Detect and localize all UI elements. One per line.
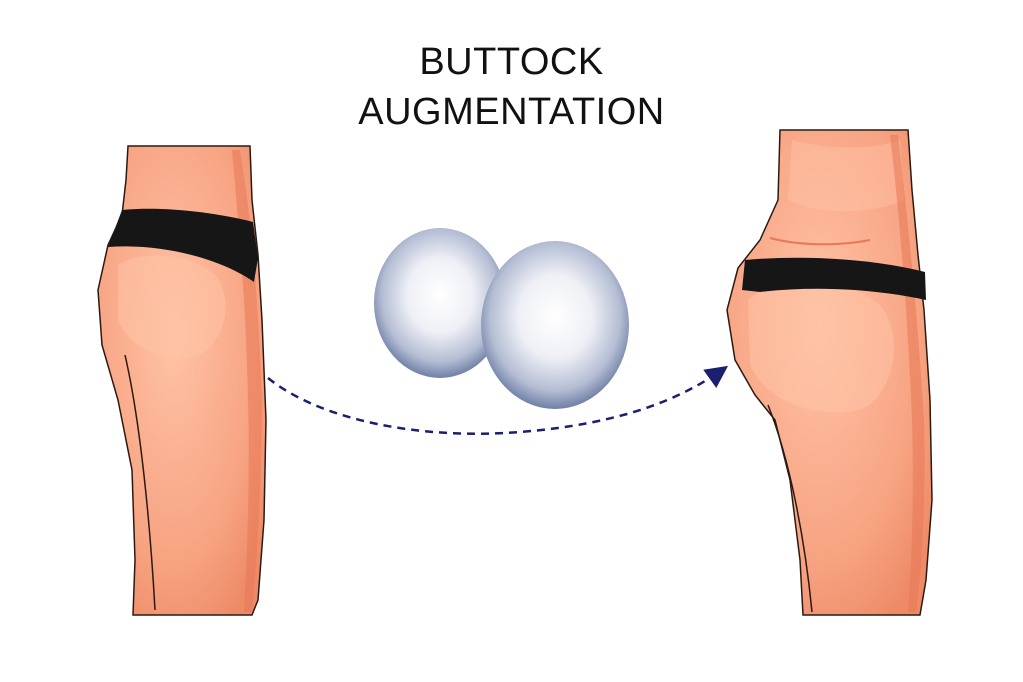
figure-after <box>726 129 933 616</box>
dashed-curved-arrow-icon <box>267 365 729 435</box>
implant-right <box>481 241 629 409</box>
figure-after-upper-highlight <box>788 140 904 212</box>
title-line-2: AUGMENTATION <box>358 91 665 133</box>
figure-after-buttock-highlight <box>748 282 894 413</box>
figure-after-waist-crease <box>769 237 871 246</box>
figure-before-thigh-line <box>124 354 156 611</box>
figure-after-thigh-line <box>767 404 813 613</box>
figure-after-back-shadow <box>890 135 925 612</box>
implants <box>374 228 629 409</box>
figure-after-underwear <box>742 257 926 300</box>
title-line-1: BUTTOCK <box>419 41 604 83</box>
figure-before-buttock-highlight <box>118 255 226 359</box>
implant-left <box>374 228 506 378</box>
figure-before-underwear <box>108 208 258 282</box>
figure-before <box>97 145 267 616</box>
figure-before-back-shadow <box>232 150 262 612</box>
